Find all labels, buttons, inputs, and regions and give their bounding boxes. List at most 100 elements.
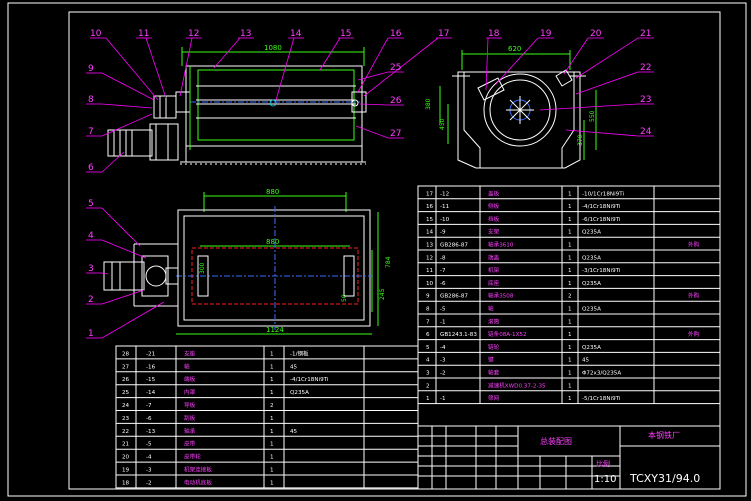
bom-left-cell: 2 [270,403,274,409]
balloon-14: 14 [290,29,302,39]
bom-right-cell: 11 [426,268,434,274]
scale-label: 比例 [596,459,610,468]
bom-left-cell: 皮带轮 [184,453,201,461]
bom-right-cell: 1 [568,396,572,402]
bom-right-cell: -9 [440,230,446,236]
bom-left-cell: 19 [122,468,130,474]
bom-right-cell: -6 [440,281,446,287]
bom-right-cell: -4/1Cr18Ni9Ti [582,204,621,210]
bom-right-cell: 筛网 [488,394,500,402]
side-left-dim-1: 380 [425,98,432,110]
balloon-26: 26 [390,96,402,106]
bom-right-cell: Q235A [582,230,601,236]
bom-right-cell: Q235A [582,307,601,313]
bom-left-cell: 机架连接板 [184,466,212,474]
bom-left-cell: -13 [146,429,156,435]
bom-right-cell: 17 [426,191,434,197]
bom-left-cell: -5 [146,442,152,448]
bom-right-cell: -3/1Cr18Ni9Ti [582,268,621,274]
bom-left-cell: -7 [146,403,152,409]
bom-right-cell: 链轮 [488,343,500,351]
balloon-13: 13 [240,29,251,39]
bom-right-cell: -8 [440,255,446,261]
bom-right-cell: 轴承3508 [488,292,514,300]
bom-left-cell: 1 [270,480,274,486]
bom-right-cell: 1 [568,371,572,377]
bom-left-cell: 1 [270,390,274,396]
bom-left-cell: -3 [146,468,152,474]
bom-left-cell: Q235A [290,390,309,396]
bom-left-cell: 皮带 [184,440,196,448]
bom-right-cell: 1 [568,358,572,364]
bom-left-cell: 22 [122,429,129,435]
bom-right-cell: 底座 [488,279,500,287]
bom-left-cell: 支座 [184,349,196,357]
bom-right-cell: GB1243.1-83 [440,332,477,338]
bom-right-cell: 1 [568,230,572,236]
front-width-dim: 1080 [264,44,282,52]
bom-right-cell: 1 [568,255,572,261]
bom-right-cell: 1 [568,319,572,325]
balloon-25: 25 [390,63,401,73]
bom-left-cell: 1 [270,351,274,357]
bom-right-cell: 3 [426,371,430,377]
bom-right-cell: -5/1Cr18Ni9Ti [582,396,621,402]
bom-left-cell: 21 [122,442,130,448]
balloon-15: 15 [340,29,351,39]
bom-right-cell: 挡板 [488,215,500,223]
bom-right-cell: -1 [440,319,446,325]
bom-left-cell: 1 [270,442,274,448]
balloon-1: 1 [88,329,94,339]
balloon-21: 21 [640,29,651,39]
bom-left-cell: 26 [122,377,130,383]
bom-left-cell: 24 [122,403,130,409]
bom-right-cell: 15 [426,217,434,223]
top-h1-dim: 784 [385,256,392,268]
balloon-20: 20 [590,29,602,39]
top-l2-dim: 50 [341,294,348,302]
balloon-6: 6 [88,163,94,173]
bom-right-cell: -3 [440,358,446,364]
side-top-dim: 620 [508,45,521,53]
balloon-7: 7 [88,127,94,137]
bom-left-cell: -2 [146,480,152,486]
side-left-dim-2: 450 [439,118,446,130]
bom-right-cell: 1 [568,268,572,274]
bom-left-cell: 1 [270,429,274,435]
bom-left-cell: 轴承 [184,427,196,435]
balloon-5: 5 [88,199,94,209]
bom-left-cell: -1/钢板 [290,349,309,357]
balloon-12: 12 [188,29,199,39]
bom-left-cell: 端板 [184,375,196,383]
bom-left-cell: 导板 [184,401,196,409]
bom-right-cell: 4 [426,358,430,364]
bom-right-cell: Q235A [582,255,601,261]
top-balloons: 5 4 3 2 1 [86,199,165,339]
bom-left-cell: 1 [270,468,274,474]
bom-right-cell: -10 [440,217,450,223]
bom-left-cell: 20 [122,455,130,461]
side-right-dim-1: 550 [589,110,596,122]
side-balloons: 18 19 20 21 22 23 24 [485,29,654,137]
bom-left-cell: 23 [122,416,130,422]
company-name: 本钢铁厂 [648,430,680,440]
bom-right-cell: GB286-87 [440,294,468,300]
bom-right-cell: 1 [568,332,572,338]
bom-right-cell: 轴承3610 [488,241,514,249]
bom-left-cell: -6 [146,416,152,422]
bom-left-cell: 内罩 [184,388,196,396]
bom-right-cell: 1 [568,204,572,210]
balloon-18: 18 [488,29,500,39]
bom-right-cell: -12 [440,191,449,197]
bom-right-cell: -4 [440,345,446,351]
bom-left-cell: -15 [146,377,156,383]
balloon-9: 9 [88,64,94,74]
bom-right-cell: 6 [426,332,430,338]
bom-right-cell: 9 [426,294,430,300]
balloon-23: 23 [640,95,651,105]
drawing-code: TCXY31/94.0 [629,472,700,485]
bom-right-cell: Φ72x3/Q235A [582,371,621,377]
bom-left-cell: 1 [270,455,274,461]
bom-right-cell: 外购 [688,292,700,300]
top-bottom-dim: 1124 [266,326,284,334]
